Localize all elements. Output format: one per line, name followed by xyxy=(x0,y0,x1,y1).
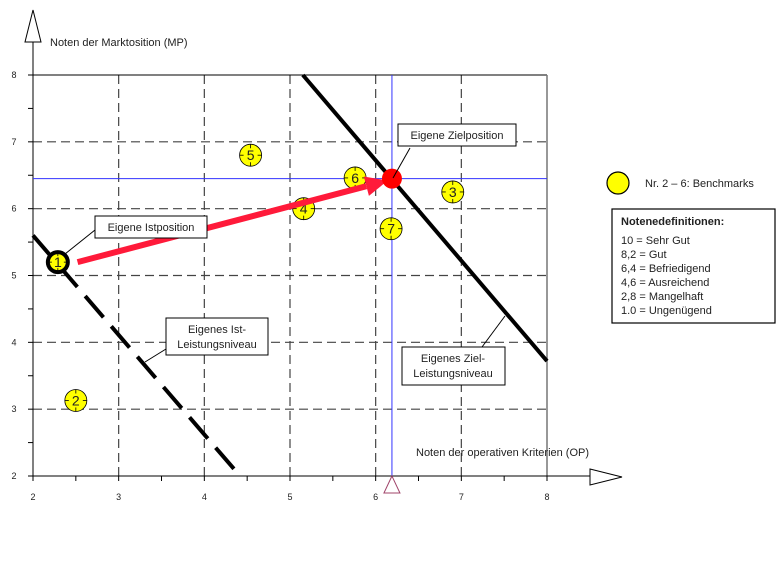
zielposition-callout xyxy=(397,123,517,147)
point-label: 2 xyxy=(72,392,80,408)
definitions-box xyxy=(611,208,776,324)
x-tick-label: 7 xyxy=(459,492,464,502)
x-axis-label: Noten der operativen Kriterien (OP) xyxy=(416,447,589,459)
y-tick-label: 4 xyxy=(11,337,16,347)
data-points: 1 2 3 4 5 6 7 xyxy=(45,143,465,412)
benchmark-legend-label: Nr. 2 – 6: Benchmarks xyxy=(645,178,754,190)
zielposition-label: Eigene Zielposition xyxy=(411,130,504,142)
ziel-level-line xyxy=(301,73,549,363)
y-tick-label: 5 xyxy=(11,271,16,281)
y-axis-arrow-icon xyxy=(24,9,42,43)
ist-level-line xyxy=(31,234,240,475)
x-tick-label: 5 xyxy=(287,492,292,502)
definitions-title: Notenedefinitionen: xyxy=(621,216,724,228)
x-tick-label: 6 xyxy=(373,492,378,502)
x-tick-label: 4 xyxy=(202,492,207,502)
ist-niveau-callout xyxy=(165,317,269,356)
point-label: 7 xyxy=(387,221,395,237)
x-tick-label: 3 xyxy=(116,492,121,502)
definition-item: 2,8 = Mangelhaft xyxy=(621,291,703,303)
target-position-marker xyxy=(381,168,402,189)
point-label: 4 xyxy=(300,201,308,217)
definition-item: 4,6 = Ausreichend xyxy=(621,277,709,289)
point-label: 6 xyxy=(351,170,359,186)
ist-niveau-label-2: Leistungsniveau xyxy=(177,339,257,351)
annotations: Eigene Istposition Eigene Zielposition E… xyxy=(64,123,517,386)
definition-item: 1.0 = Ungenügend xyxy=(621,305,712,317)
ziel-niveau-label-2: Leistungsniveau xyxy=(413,368,493,380)
istposition-callout xyxy=(94,215,208,239)
level-lines xyxy=(31,73,549,494)
point-label: 3 xyxy=(449,184,457,200)
benchmark-legend-marker xyxy=(606,171,630,195)
definition-item: 8,2 = Gut xyxy=(621,249,667,261)
y-tick-label: 3 xyxy=(11,404,16,414)
improvement-arrow xyxy=(76,183,368,266)
x-tick-label: 2 xyxy=(30,492,35,502)
y-tick-label: 8 xyxy=(11,70,16,80)
y-tick-label: 7 xyxy=(11,137,16,147)
axes: 2 3 4 5 6 7 8 2 3 4 5 6 7 8 xyxy=(11,9,623,502)
point-label: 5 xyxy=(247,147,255,163)
legend: Nr. 2 – 6: Benchmarks Notenedefinitionen… xyxy=(606,171,776,324)
y-tick-label: 2 xyxy=(11,471,16,481)
x-axis-arrow-icon xyxy=(589,468,623,486)
arrow-head-icon xyxy=(363,176,388,196)
y-axis-label: Noten der Marktosition (MP) xyxy=(50,37,188,49)
point-label: 1 xyxy=(54,254,62,270)
ziel-niveau-callout xyxy=(401,346,506,386)
y-tick-label: 6 xyxy=(11,204,16,214)
definition-item: 10 = Sehr Gut xyxy=(621,235,690,247)
x-tick-label: 8 xyxy=(544,492,549,502)
ziel-niveau-label-1: Eigenes Ziel- xyxy=(421,353,486,365)
target-x-marker-icon xyxy=(383,474,401,494)
istposition-label: Eigene Istposition xyxy=(108,222,195,234)
ist-niveau-label-1: Eigenes Ist- xyxy=(188,324,246,336)
definition-item: 6,4 = Befriedigend xyxy=(621,263,711,275)
